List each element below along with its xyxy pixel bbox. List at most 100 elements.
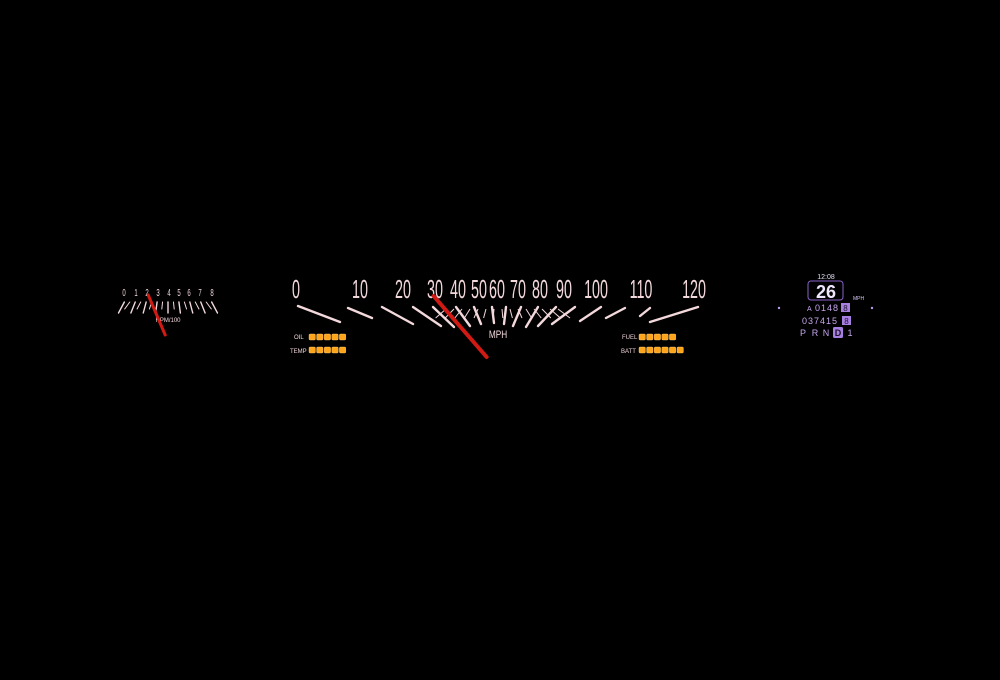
speedo-tick-label-10: 10 [352, 276, 368, 305]
speedo-tick-mark [550, 305, 577, 326]
gear-P: P [800, 328, 806, 338]
tach-tick-mark [183, 301, 188, 310]
fuel-segment [654, 333, 661, 341]
tach-tick-label-8: 8 [210, 288, 214, 299]
batt-segment [661, 346, 669, 354]
selected-gear-box [833, 327, 843, 338]
speedo-needle [431, 294, 489, 359]
tach-tick-label-5: 5 [177, 288, 181, 299]
speedo-minor-tick [525, 308, 533, 319]
left-turn-indicator-icon [777, 306, 781, 310]
speedo-tick-label-90: 90 [556, 276, 572, 305]
tach-tick-mark [142, 301, 147, 314]
tach-needle [146, 293, 167, 337]
tach-tick-mark [210, 301, 219, 314]
speedo-tick-mark [536, 305, 558, 328]
speedo-tick-mark [296, 304, 342, 324]
tach-tick-mark [136, 301, 142, 310]
tach-tick-mark [117, 301, 126, 314]
gear-R: R [812, 328, 819, 338]
tach-unit-label: RPM/100 [155, 318, 181, 324]
speedo-tick-mark [502, 305, 508, 326]
speedo-tick-label-110: 110 [630, 276, 653, 305]
tach-tick-label-3: 3 [156, 288, 160, 299]
speed-readout-frame [807, 280, 844, 301]
speedo-minor-tick [557, 308, 571, 319]
batt-segment [638, 346, 646, 354]
trip-decimal-box [841, 303, 850, 312]
speedo-minor-tick [454, 308, 463, 319]
odometer-readout: 037415 [802, 316, 838, 326]
digital-speed-readout: 26 [816, 282, 836, 302]
speedo-minor-tick [541, 308, 552, 319]
speedo-tick-label-80: 80 [532, 276, 548, 305]
speedo-tick-mark [511, 305, 523, 328]
speedo-minor-tick [463, 308, 471, 319]
speedo-tick-mark [604, 306, 627, 320]
oil-segment [331, 333, 339, 341]
trip-prefix: A [807, 306, 812, 313]
speedo-tick-mark [454, 305, 472, 328]
batt-gauge-label: BATT [621, 349, 636, 355]
speedo-tick-label-70: 70 [510, 276, 526, 305]
temp-segment [331, 346, 339, 354]
odometer-decimal: 8 [844, 317, 849, 326]
tach-tick-mark [172, 301, 175, 310]
trip-readout: 0148 [815, 303, 839, 313]
speedo-tick-mark [648, 305, 700, 324]
speedo-minor-tick [533, 308, 542, 319]
right-bar-gauges: FUEL BATT [621, 333, 684, 355]
tach-tick-mark [124, 301, 131, 310]
speedo-minor-tick [501, 308, 504, 319]
speedo-tick-label-60: 60 [489, 276, 505, 305]
speedo-tick-mark [346, 306, 374, 320]
speedo-tick-label-30: 30 [427, 276, 443, 305]
tach-tick-mark [205, 301, 212, 310]
speedo-tick-label-50: 50 [471, 276, 487, 305]
speedo-tick-mark [411, 305, 443, 328]
speedo-minor-tick [549, 308, 561, 319]
speedo-minor-tick [517, 308, 523, 319]
tach-tick-mark [161, 301, 164, 310]
speedo-tick-marks [296, 304, 700, 329]
digital-speed-unit: MPH [853, 296, 865, 302]
tach-tick-marks [117, 301, 219, 314]
oil-gauge-label: OIL [294, 335, 304, 341]
temp-segment [324, 346, 331, 354]
speedo-tick-mark [472, 305, 483, 326]
speedo-tick-mark [578, 305, 603, 323]
speedo-tick-label-120: 120 [682, 276, 706, 305]
tach-tick-label-2: 2 [145, 288, 149, 299]
temp-segment [339, 346, 346, 354]
speedo-tick-mark [380, 305, 415, 326]
gear-1: 1 [847, 328, 852, 338]
oil-gauge-segments [308, 333, 346, 341]
oil-segment [308, 333, 316, 341]
odometer-decimal-box [842, 316, 851, 325]
left-bar-gauges: OIL TEMP [290, 333, 346, 355]
fuel-segment [646, 333, 654, 341]
temp-segment [308, 346, 316, 354]
tach-tick-label-6: 6 [187, 288, 191, 299]
oil-segment [339, 333, 346, 341]
speedo-tick-mark [638, 306, 652, 318]
fuel-segment [638, 333, 646, 341]
tach-tick-label-7: 7 [198, 288, 202, 299]
clock-readout: 12:08 [817, 274, 835, 281]
batt-segment [676, 346, 684, 354]
speedo-tick-mark [524, 305, 540, 329]
oil-segment [324, 333, 331, 341]
tach-tick-label-1: 1 [134, 288, 138, 299]
oil-segment [316, 333, 324, 341]
fuel-gauge-segments [638, 333, 677, 341]
fuel-gauge-label: FUEL [622, 335, 638, 341]
speedo-tick-label-0: 0 [292, 276, 300, 305]
right-turn-indicator-icon [870, 306, 874, 310]
batt-segment [654, 346, 661, 354]
temp-gauge-label: TEMP [290, 349, 307, 355]
speedo-unit-label: MPH [489, 329, 507, 341]
